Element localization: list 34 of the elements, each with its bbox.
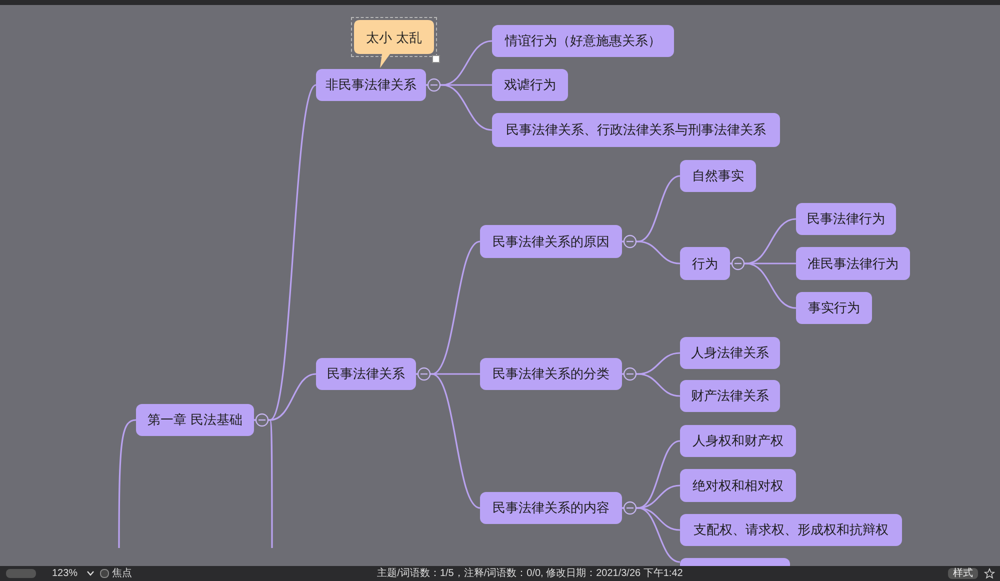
- topic-box: 民事法律关系的原因: [480, 225, 622, 258]
- topic-box: 民事法律关系的分类: [480, 358, 622, 390]
- topic-box: 事实行为: [796, 292, 872, 324]
- callout-bubble: [354, 20, 434, 68]
- topic-box: 财产法律关系: [680, 380, 780, 412]
- connector-line: [118, 419, 136, 548]
- connector-line: [426, 84, 492, 131]
- focus-label: 焦点: [112, 567, 132, 580]
- topic-box: 支配权、请求权、形成权和抗辩权: [680, 514, 902, 546]
- topic-box: 行为: [680, 247, 730, 280]
- connector-line: [622, 373, 680, 397]
- topic-box: 戏谑行为: [492, 69, 568, 101]
- connector-line: [416, 373, 480, 509]
- topic-box: 非民事法律关系: [316, 69, 426, 101]
- callout-text: 太小 太乱: [365, 29, 423, 47]
- status-text: 主题/词语数：1/5，注释/词语数：0/0, 修改日期：2021/3/26 下午1:42: [376, 567, 684, 580]
- topic-box: 准民事法律行为: [796, 247, 910, 280]
- zoom-level: 123%: [52, 567, 78, 580]
- topic-box: 第一章 民法基础: [136, 404, 254, 436]
- topic-box: 人身权和财产权: [680, 425, 796, 457]
- topic-box: 情谊行为（好意施惠关系）: [492, 25, 674, 57]
- connector-line: [254, 419, 273, 548]
- topic-box: 民事法律关系: [316, 358, 416, 390]
- topic-box-partial: [680, 558, 790, 566]
- topic-box: 自然事实: [680, 160, 756, 192]
- style-button: 样式: [948, 568, 978, 579]
- connector-line: [730, 262, 796, 309]
- connector-line: [622, 507, 680, 563]
- topic-box: 民事法律关系的内容: [480, 492, 622, 524]
- topic-box: 民事法律关系、行政法律关系与刑事法律关系: [492, 113, 780, 147]
- topic-box: 绝对权和相对权: [680, 469, 796, 502]
- topic-box: 人身法律关系: [680, 337, 780, 369]
- topic-box: 民事法律行为: [796, 203, 896, 235]
- connector-line: [622, 240, 680, 264]
